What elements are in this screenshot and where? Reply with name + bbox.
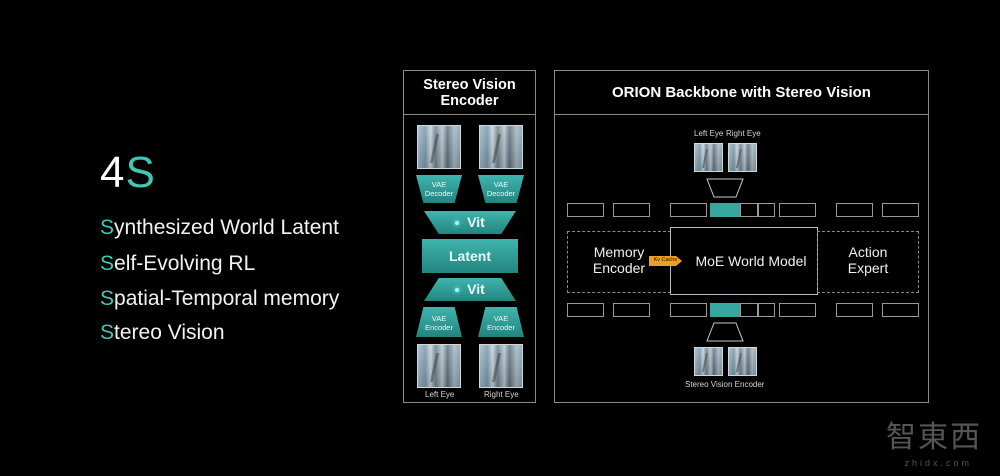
pillar-item: Self-Evolving RL [100,252,255,276]
token-box [613,303,650,317]
right-camera-image [479,125,523,169]
token-box [836,203,873,217]
token-box [758,303,775,317]
title-number: 4 [100,148,126,197]
token-box [779,303,816,317]
right-eye-label: Right Eye [726,129,761,138]
vit-block: Vit [424,278,516,301]
left-eye-label: Left Eye [425,390,455,399]
right-camera-image [728,347,757,376]
vit-block: Vit [424,211,516,234]
token-box [740,303,758,317]
token-box [779,203,816,217]
main-title: 4S [100,148,156,198]
pillar-text: tereo Vision [114,321,225,344]
token-box [670,303,707,317]
left-camera-image [417,125,461,169]
pillar-text: elf-Evolving RL [114,252,256,275]
pillar-text: patial-Temporal memory [114,287,340,310]
orion-backbone-panel: ORION Backbone with Stereo Vision Left E… [554,70,929,403]
token-box [836,303,873,317]
token-box [567,303,604,317]
stereo-vision-encoder-label: Stereo Vision Encoder [685,380,765,389]
encoder-title-line: Encoder [440,93,499,109]
pillar-initial: S [100,287,115,310]
title-accent-letter: S [125,148,156,197]
token-box [670,203,707,217]
pillar-item: Synthesized World Latent [100,216,339,240]
dot-icon [455,221,460,226]
panel-divider [404,114,535,115]
left-camera-image [694,143,723,172]
token-box [882,203,919,217]
pillar-item: Spatial-Temporal memory [100,287,339,311]
token-box [758,203,775,217]
encoder-panel-title: Stereo Vision Encoder [404,77,535,109]
kv-cache-arrow: Kv Cache [649,256,682,266]
encoder-funnel-icon [706,178,744,198]
pillar-initial: S [100,321,115,344]
right-camera-image [728,143,757,172]
pillar-text: ynthesized World Latent [114,216,339,239]
panel-divider [555,114,928,115]
token-box [613,203,650,217]
pillar-item: Stereo Vision [100,321,225,345]
left-camera-image [417,344,461,388]
dot-icon [455,288,460,293]
right-eye-label: Right Eye [484,390,519,399]
left-eye-label: Left Eye [694,129,724,138]
encoder-title-line: Stereo Vision [423,77,516,93]
backbone-panel-title: ORION Backbone with Stereo Vision [612,84,871,101]
latent-block: Latent [422,239,518,273]
token-box-highlight [710,303,740,317]
watermark-url: zhidx.com [904,458,972,468]
pillar-initial: S [100,216,115,239]
right-camera-image [479,344,523,388]
token-box [882,303,919,317]
pillar-initial: S [100,252,115,275]
token-box [740,203,758,217]
token-box [567,203,604,217]
left-camera-image [694,347,723,376]
encoder-funnel-icon [706,322,744,342]
moe-world-model-block: MoE World Model [670,227,818,295]
token-box-highlight [710,203,740,217]
watermark-logo: 智東西 [886,420,982,455]
